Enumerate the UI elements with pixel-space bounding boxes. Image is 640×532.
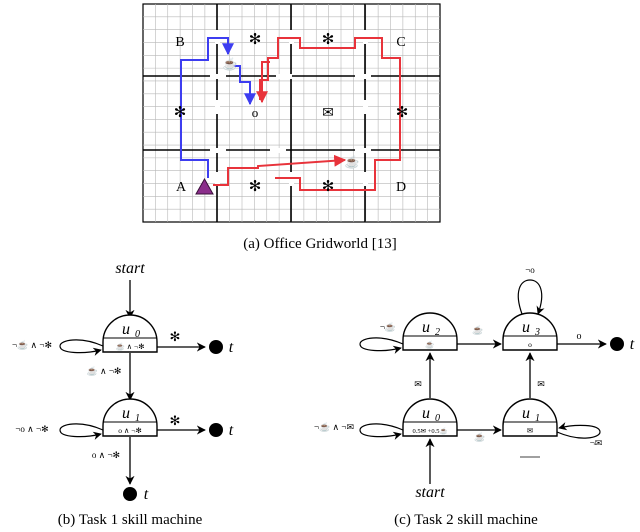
room-c-label: C — [396, 35, 405, 50]
terminal-state — [209, 340, 223, 354]
office-gridworld: B C A D ✻ ✻ ✻ ✻ ✻ ✻ o ✉ ☕ ☕ — [142, 3, 441, 223]
edge-u0-u1-label: ☕ ∧ ¬✻ — [87, 365, 122, 376]
state-u1: u 1 o ∧ ¬✻ — [102, 398, 158, 437]
terminal-state — [610, 337, 624, 351]
self-loop-u2 — [359, 337, 404, 354]
red-path-loop — [259, 37, 401, 191]
task2-skill-machine: u 2 ☕ ¬☕ u 3 o ¬o ☕ o t u 0 0.5✉ +0.5☕ — [314, 265, 635, 501]
state-u0: u 0 0.5✉ +0.5☕ — [402, 398, 458, 437]
caption-panel-b: (b) Task 1 skill machine — [58, 512, 203, 528]
edge-u0-t-label: ✻ — [170, 329, 181, 344]
self-loop-u1 — [59, 423, 104, 440]
state-u1-subscript: 1 — [135, 413, 140, 424]
decoration-icon: ✻ — [174, 105, 187, 121]
edge-u2-u3-label: ☕ — [472, 324, 483, 335]
blue-path-lower — [228, 65, 256, 106]
red-path — [213, 154, 347, 186]
loop-u3-label: ¬o — [525, 265, 535, 275]
state-u1-label: u — [522, 405, 530, 422]
state-u1-subscript: 1 — [535, 413, 540, 424]
mail-icon: ✉ — [322, 106, 334, 121]
room-d-label: D — [396, 180, 406, 195]
state-u3-subscript: 3 — [534, 327, 540, 338]
loop-u0-label: ¬☕ ∧ ¬✻ — [12, 339, 52, 350]
state-u1-skill: ✉ — [527, 426, 534, 435]
terminal-label: t — [630, 336, 635, 353]
room-a-label: A — [176, 180, 187, 195]
state-u3: u 3 o — [502, 312, 558, 351]
caption-panel-c: (c) Task 2 skill machine — [394, 512, 538, 528]
state-u0-subscript: 0 — [435, 413, 440, 424]
edge-u0-u2-label: ✉ — [414, 379, 422, 389]
start-label: start — [115, 260, 145, 277]
start-label: start — [415, 484, 445, 501]
red-path-down — [256, 61, 270, 104]
self-loop-u1 — [556, 422, 601, 439]
state-u2-skill: ☕ — [425, 339, 434, 349]
self-loop-u0 — [59, 339, 104, 356]
edge-u3-t-label: o — [577, 331, 582, 342]
terminal-state — [123, 487, 137, 501]
decoration-icon: ✻ — [249, 32, 262, 48]
state-u1-label: u — [122, 405, 130, 422]
state-u1-skill: o ∧ ¬✻ — [118, 426, 142, 435]
decoration-icon: ✻ — [249, 179, 262, 195]
state-u0-skill: ☕ ∧ ¬✻ — [115, 341, 145, 351]
terminal-label: t — [229, 422, 234, 439]
state-u0-skill: 0.5✉ +0.5☕ — [412, 426, 447, 435]
state-u0-label: u — [422, 405, 430, 422]
state-u0-label: u — [122, 321, 130, 338]
self-loop-u0 — [359, 423, 404, 440]
loop-u1-label: ¬o ∧ ¬✻ — [15, 424, 48, 434]
decoration-icon: ✻ — [322, 179, 335, 195]
terminal-label: t — [229, 339, 234, 356]
room-b-label: B — [175, 35, 184, 50]
state-u0-subscript: 0 — [135, 329, 140, 340]
state-u2: u 2 ☕ — [402, 312, 458, 351]
state-u3-label: u — [522, 319, 530, 336]
loop-u2-label: ¬☕ — [380, 321, 396, 332]
loop-u1-label: ¬✉ — [590, 438, 603, 448]
office-location: o — [252, 105, 259, 120]
terminal-state — [209, 423, 223, 437]
self-loop-u3 — [517, 279, 545, 315]
state-u2-subscript: 2 — [435, 327, 440, 338]
task1-skill-machine: start u 0 ☕ ∧ ¬✻ ¬☕ ∧ ¬✻ ✻ t ☕ ∧ ¬✻ u 1 … — [12, 260, 234, 503]
loop-u0-label: ¬☕ ∧ ¬✉ — [314, 421, 354, 432]
agent-triangle — [195, 177, 214, 195]
edge-u1-t-label: o ∧ ¬✻ — [92, 450, 120, 460]
coffee-icon: ☕ — [223, 56, 238, 71]
decoration-icon: ✻ — [396, 105, 409, 121]
state-u0: u 0 ☕ ∧ ¬✻ — [102, 314, 158, 353]
state-u2-label: u — [422, 319, 430, 336]
blue-path-top — [208, 37, 234, 56]
decoration-icon: ✻ — [322, 32, 335, 48]
coffee-icon: ☕ — [345, 154, 360, 169]
edge-u1-u3-label: ✉ — [537, 379, 545, 389]
caption-panel-a: (a) Office Gridworld [13] — [243, 236, 396, 252]
edge-u0-u1-label: ☕ — [474, 431, 485, 442]
state-u3-skill: o — [528, 340, 532, 349]
state-u1: u 1 ✉ — [502, 398, 558, 437]
edge-u1-t-right-label: ✻ — [170, 413, 181, 428]
terminal-label: t — [144, 486, 149, 503]
